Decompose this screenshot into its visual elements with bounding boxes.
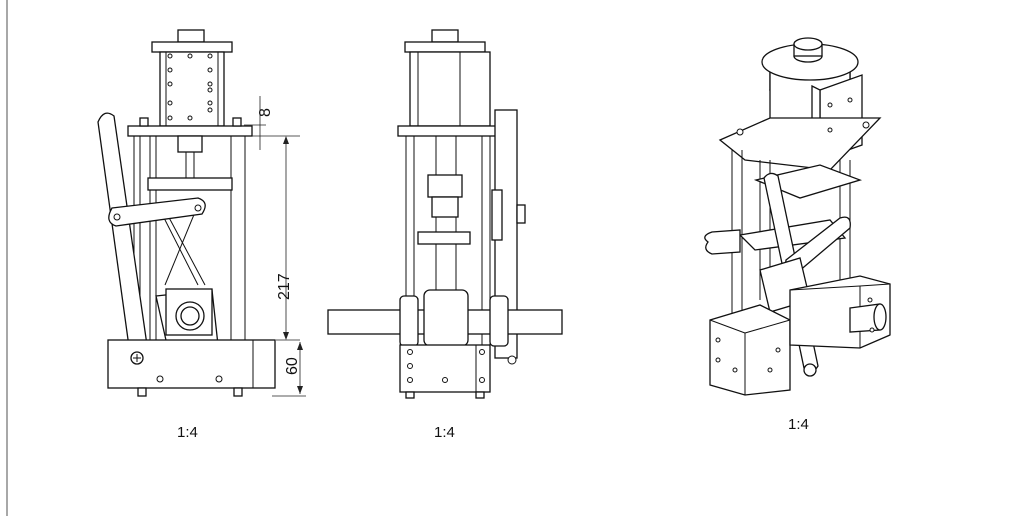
isometric-view [704, 37, 891, 396]
front-view-scale-label: 1:4 [177, 424, 198, 441]
side-view [327, 29, 563, 399]
dim-8: 8 [257, 108, 274, 117]
front-view: 217 60 8 [97, 29, 306, 397]
frame-border [6, 0, 8, 516]
side-view-scale-label: 1:4 [434, 424, 455, 441]
dim-60: 60 [284, 357, 301, 375]
isometric-view-scale-label: 1:4 [788, 416, 809, 433]
dim-217: 217 [276, 273, 293, 300]
